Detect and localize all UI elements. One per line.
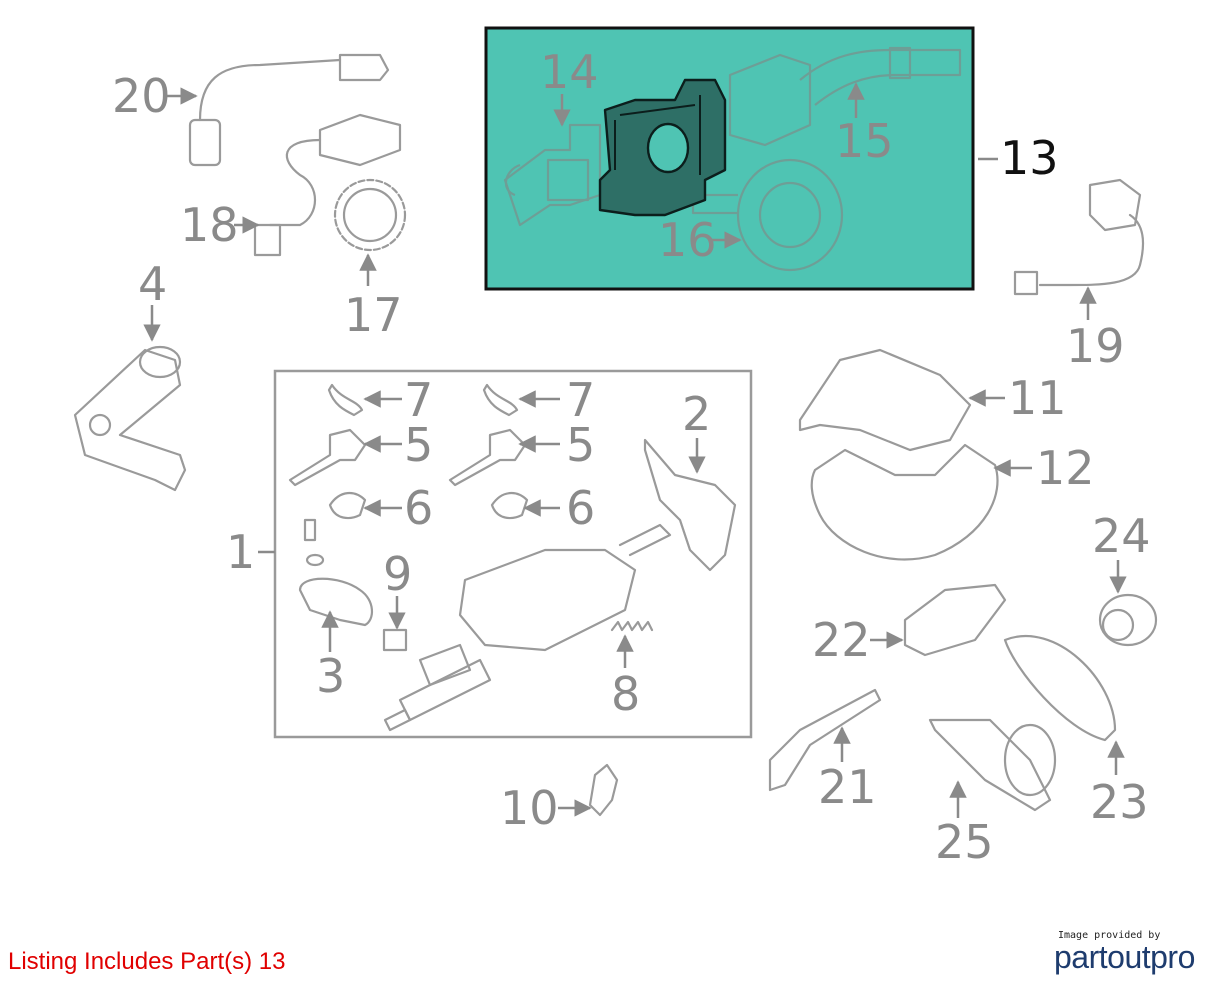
- part-24-drawing: [1098, 593, 1158, 647]
- part-7b-drawing: [482, 383, 519, 417]
- bolt-drawing: [303, 518, 325, 567]
- callout-2: 2: [682, 387, 711, 441]
- callout-22: 22: [812, 613, 871, 667]
- part-10-drawing: [588, 763, 619, 817]
- credit-caption: Image provided by: [1058, 930, 1161, 941]
- image-credit: Image provided by partoutpro: [1054, 930, 1204, 976]
- callout-9: 9: [383, 547, 412, 601]
- part-4-drawing: [73, 345, 187, 492]
- callout-7b: 7: [566, 373, 595, 427]
- callout-7a: 7: [404, 373, 433, 427]
- callout-4: 4: [138, 257, 167, 311]
- part-22-drawing: [903, 583, 1007, 657]
- callout-5b: 5: [566, 418, 595, 472]
- part-12-drawing: [810, 443, 999, 561]
- part-13-combination-switch: [598, 78, 727, 217]
- part-21-drawing: [768, 688, 882, 792]
- part-6b-drawing: [490, 492, 529, 520]
- part-20-drawing: [188, 53, 390, 167]
- part-14-drawing: [503, 123, 602, 227]
- callout-1: 1: [226, 525, 255, 579]
- part-8-drawing: [610, 620, 654, 632]
- part-3-drawing: [298, 577, 373, 627]
- callout-23: 23: [1090, 775, 1149, 829]
- callout-25: 25: [935, 815, 994, 869]
- callout-17: 17: [344, 288, 403, 342]
- callout-6b: 6: [566, 481, 595, 535]
- callout-21: 21: [818, 760, 877, 814]
- callout-10: 10: [500, 781, 559, 835]
- part-11-drawing: [798, 348, 972, 452]
- callout-16: 16: [658, 213, 717, 267]
- callout-18: 18: [180, 198, 239, 252]
- callout-3: 3: [316, 649, 345, 703]
- part-9-drawing: [382, 628, 408, 652]
- callout-5a: 5: [404, 418, 433, 472]
- part-15-drawing: [728, 46, 962, 147]
- callout-8: 8: [611, 667, 640, 721]
- part-7a-drawing: [327, 383, 364, 417]
- callout-15: 15: [835, 114, 894, 168]
- part-19-drawing: [1013, 178, 1145, 296]
- part-16-drawing: [691, 158, 844, 272]
- callout-12: 12: [1036, 441, 1095, 495]
- part-17-drawing: [333, 178, 407, 252]
- callout-6a: 6: [404, 481, 433, 535]
- callout-11: 11: [1008, 371, 1067, 425]
- callout-13: 13: [1000, 131, 1059, 185]
- part-5a-drawing: [288, 428, 367, 487]
- part-6a-drawing: [328, 492, 367, 520]
- callout-19: 19: [1066, 319, 1125, 373]
- brand-logo: partoutpro: [1054, 939, 1195, 975]
- part-5b-drawing: [448, 428, 527, 487]
- part-2-drawing: [643, 438, 737, 572]
- part-25-drawing: [928, 718, 1057, 812]
- listing-note: Listing Includes Part(s) 13: [8, 948, 286, 975]
- callout-14: 14: [540, 45, 599, 99]
- callout-24: 24: [1092, 509, 1151, 563]
- part-18-drawing: [253, 113, 402, 257]
- part-23-drawing: [1003, 634, 1117, 742]
- callout-20: 20: [112, 69, 171, 123]
- steering-column-drawing: [383, 523, 672, 732]
- group-box-1: [273, 369, 753, 739]
